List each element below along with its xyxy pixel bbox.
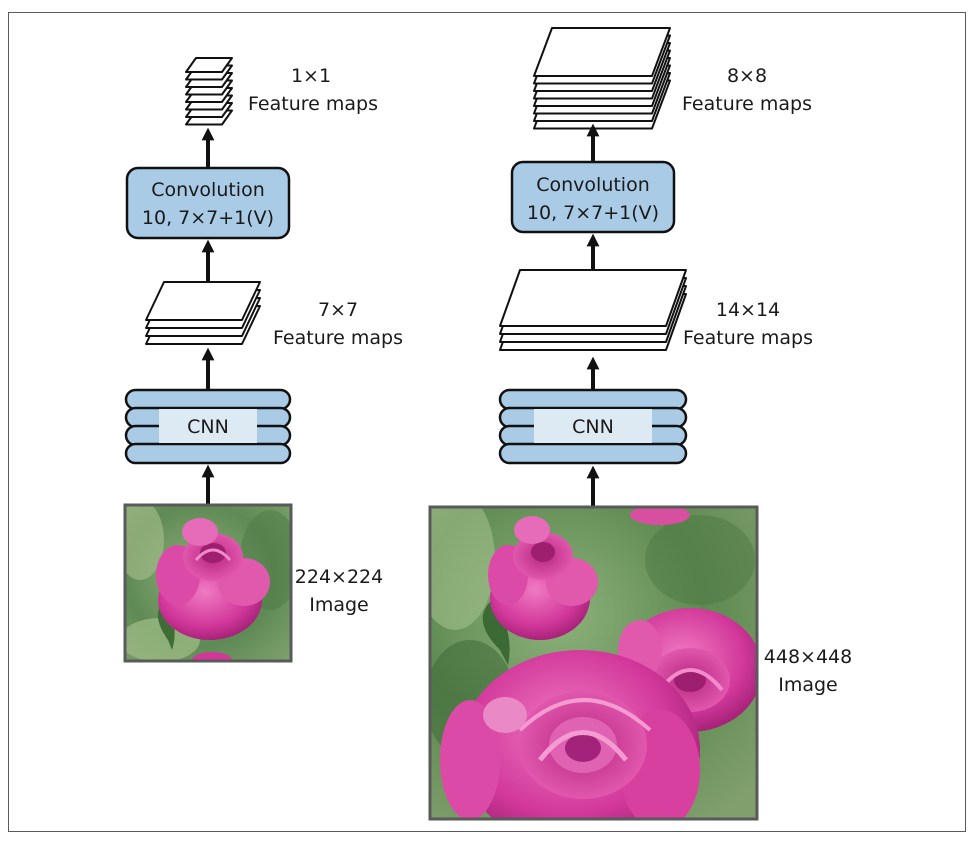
right-top-feature-map-stack-icon: [533, 27, 671, 130]
feature-map-sheet: [185, 57, 233, 73]
right-image-label-line1: 448×448: [764, 646, 852, 668]
left-image-label-line1: 224×224: [295, 566, 383, 588]
right-cnn-label: CNN: [572, 416, 614, 438]
left-top-label-line2: Feature maps: [248, 93, 378, 115]
left-mid-label-line1: 7×7: [318, 299, 358, 321]
left-conv-label-line2: 10, 7×7+1(V): [142, 207, 274, 229]
right-top-label-line1: 8×8: [727, 65, 767, 87]
left-top-feature-map-stack-icon: [185, 57, 233, 126]
feature-map-sheet: [533, 27, 671, 77]
right-mid-label-line1: 14×14: [716, 299, 780, 321]
left-cnn-block: CNN: [124, 388, 292, 465]
left-top-label-line1: 1×1: [291, 65, 331, 87]
right-mid-label-line2: Feature maps: [683, 327, 813, 349]
left-conv-label-line1: Convolution: [151, 179, 265, 201]
right-column: 8×8 Feature maps Convolution 10, 7×7+1(V…: [428, 27, 852, 821]
left-mid-label-line2: Feature maps: [273, 327, 403, 349]
feature-map-sheet: [145, 281, 261, 321]
right-conv-label-line1: Convolution: [536, 174, 650, 196]
left-convolution-box: Convolution 10, 7×7+1(V): [125, 166, 291, 240]
left-image-label-line2: Image: [309, 594, 369, 616]
right-conv-label-line2: 10, 7×7+1(V): [527, 202, 659, 224]
feature-map-sheet: [499, 269, 687, 327]
right-mid-feature-map-stack-icon: [499, 269, 687, 351]
left-mid-feature-map-stack-icon: [145, 281, 261, 345]
right-cnn-block: CNN: [498, 388, 688, 465]
right-convolution-box: Convolution 10, 7×7+1(V): [510, 160, 676, 234]
right-top-label-line2: Feature maps: [682, 93, 812, 115]
left-cnn-label: CNN: [187, 416, 229, 438]
right-image-label-line2: Image: [778, 674, 838, 696]
left-rose-photo-icon: [123, 503, 293, 663]
right-rose-photo-icon: [428, 505, 759, 821]
left-column: 1×1 Feature maps Convolution 10, 7×7+1(V…: [123, 57, 403, 663]
